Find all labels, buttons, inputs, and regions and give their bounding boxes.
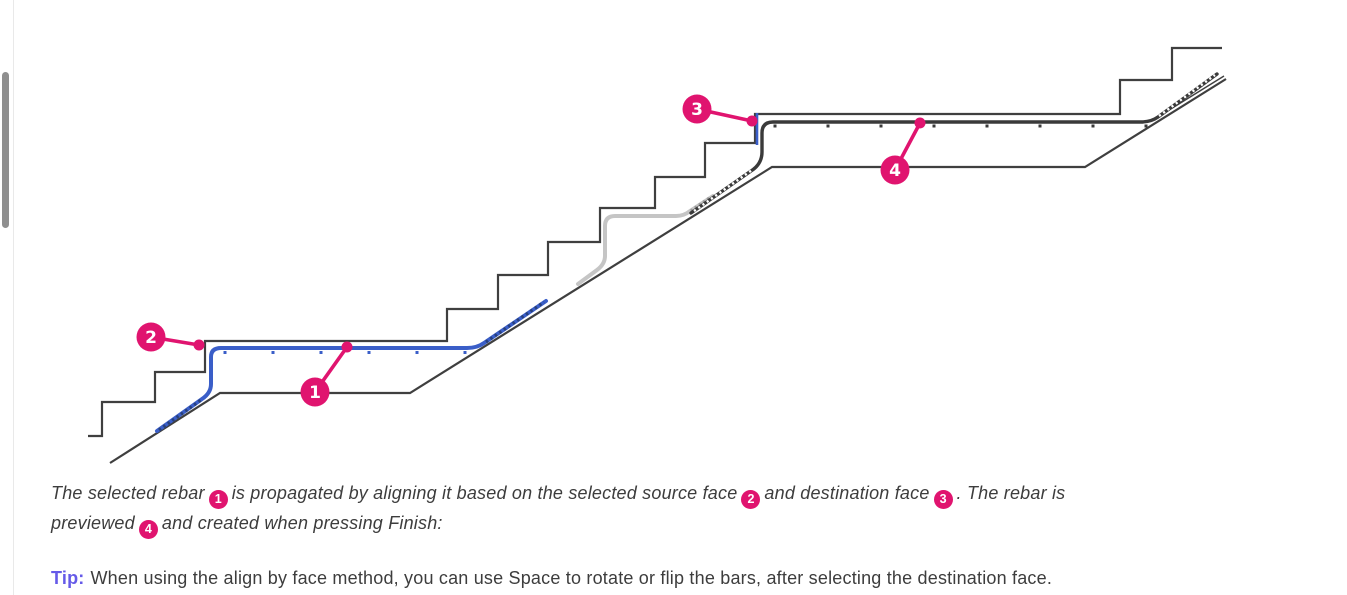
- preview-rebar-ticks: [773, 124, 1148, 128]
- tip-paragraph: Tip:When using the align by face method,…: [51, 565, 1331, 591]
- callout-1-dot: [341, 341, 353, 353]
- callout-1-bubble: [300, 377, 330, 407]
- selected-rebar-ticks: [223, 351, 467, 354]
- caption-text: and created when pressing Finish:: [161, 512, 443, 533]
- preview-rebar-hatch-right: [1158, 74, 1216, 117]
- caption-text: The selected rebar: [51, 483, 205, 503]
- callout-3-bubble: [682, 94, 712, 124]
- vertical-scrollbar-thumb[interactable]: [2, 72, 9, 228]
- callout-1-number: 1: [309, 383, 321, 403]
- tip-text: When using the align by face method, you…: [90, 568, 1053, 588]
- tip-label: Tip:: [51, 568, 85, 588]
- stair-diagram: 2 1 3 4: [88, 46, 1227, 464]
- caption-text: and destination face: [764, 483, 930, 503]
- callout-marker-4: 4: [880, 117, 926, 185]
- callout-marker-2: 2: [136, 322, 205, 352]
- callout-4-dot: [914, 117, 926, 129]
- callout-marker-1: 1: [300, 341, 353, 407]
- callout-2-number: 2: [145, 328, 157, 348]
- inline-badge-1: 1: [208, 489, 228, 509]
- inline-badge-4: 4: [138, 519, 158, 539]
- caption-text: . The rebar is: [956, 483, 1066, 503]
- caption-text: is propagated by aligning it based on th…: [231, 483, 738, 503]
- callout-4-bubble: [880, 155, 910, 185]
- preview-rebar: [689, 72, 1219, 215]
- selected-rebar-hatch-right: [485, 300, 545, 344]
- stair-steps-outline: [88, 46, 1222, 438]
- stair-rebar-illustration: 2 1 3 4: [88, 46, 1227, 464]
- content-left-divider: [13, 0, 14, 595]
- caption-text: previewed: [51, 512, 135, 533]
- inline-badge-2: 2: [741, 489, 761, 509]
- selected-rebar: [155, 299, 548, 433]
- callout-marker-3: 3: [682, 94, 758, 127]
- callout-2-bubble: [136, 322, 166, 352]
- ghost-rebar: [576, 194, 715, 286]
- inline-badge-3: 3: [933, 489, 953, 509]
- callout-4-number: 4: [889, 161, 901, 181]
- callout-2-dot: [193, 339, 205, 351]
- preview-rebar-hatch-left: [693, 169, 753, 212]
- stair-soffit-outline: [109, 78, 1227, 464]
- callout-3-number: 3: [691, 100, 703, 120]
- callout-3-dot: [746, 115, 758, 127]
